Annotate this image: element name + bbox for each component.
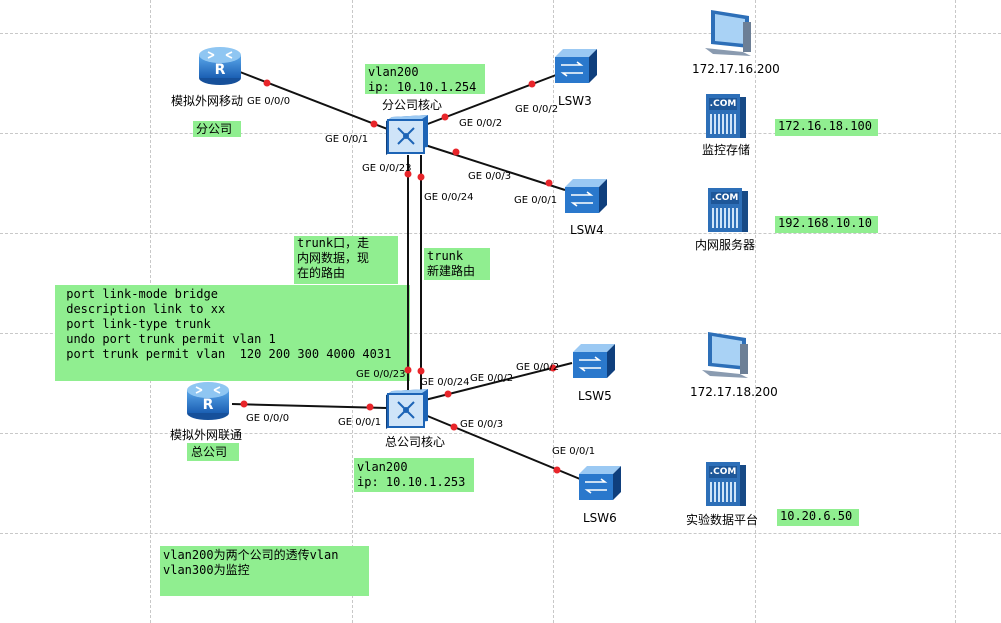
- switch-icon[interactable]: [553, 47, 599, 85]
- core-switch-icon[interactable]: [384, 387, 430, 431]
- port-label: GE 0/0/2: [515, 104, 559, 115]
- router-mobile-name: 模拟外网移动: [171, 94, 244, 108]
- note-summary: vlan200为两个公司的透传vlan vlan300为监控: [160, 546, 369, 596]
- port-dot: [404, 366, 412, 374]
- port-dot: [545, 179, 553, 187]
- port-dot: [370, 120, 378, 128]
- switch-icon[interactable]: [571, 342, 617, 380]
- port-dot: [417, 367, 425, 375]
- lsw5-name: LSW5: [578, 389, 612, 403]
- note-vlan-branch: vlan200 ip: 10.10.1.254: [365, 64, 485, 94]
- router-icon[interactable]: R: [184, 377, 232, 423]
- lsw6-name: LSW6: [583, 511, 617, 525]
- pc-icon[interactable]: [700, 330, 750, 382]
- port-dot: [450, 423, 458, 431]
- note-intranet-ip: 192.168.10.10: [775, 216, 878, 233]
- port-label: GE 0/0/2: [470, 373, 514, 384]
- pc1-name: 172.17.16.200: [692, 62, 780, 76]
- link-unicom-hq: [231, 403, 389, 409]
- port-label: GE 0/0/3: [460, 419, 504, 430]
- port-label: GE 0/0/0: [247, 96, 291, 107]
- note-hq-label: 总公司: [187, 443, 239, 461]
- port-dot: [404, 170, 412, 178]
- port-label: GE 0/0/24: [420, 377, 470, 388]
- port-label: GE 0/0/0: [246, 413, 290, 424]
- note-trunk-old: trunk口，走 内网数据，现 在的路由: [294, 236, 398, 284]
- switch-icon[interactable]: [577, 464, 623, 502]
- note-trunk-new: trunk 新建路由: [424, 248, 490, 280]
- lsw4-name: LSW4: [570, 223, 604, 237]
- port-label: GE 0/0/1: [325, 134, 369, 145]
- port-dot: [549, 364, 557, 372]
- port-label: GE 0/0/1: [514, 195, 558, 206]
- svg-text:R: R: [203, 397, 214, 413]
- server-icon[interactable]: .COM: [706, 94, 746, 138]
- server-icon[interactable]: .COM: [708, 188, 748, 232]
- storage-name: 监控存储: [702, 143, 751, 157]
- port-dot: [452, 148, 460, 156]
- port-label: GE 0/0/2: [516, 362, 560, 373]
- port-label: GE 0/0/2: [459, 118, 503, 129]
- port-dot: [528, 80, 536, 88]
- core-switch-icon[interactable]: [384, 113, 430, 157]
- port-dot: [417, 173, 425, 181]
- port-label: GE 0/0/1: [552, 446, 596, 457]
- port-dot: [441, 113, 449, 121]
- svg-text:R: R: [215, 62, 226, 78]
- link-branch-lsw4: [424, 144, 566, 191]
- port-label: GE 0/0/23: [362, 163, 412, 174]
- server-icon[interactable]: .COM: [706, 462, 746, 506]
- note-platform-ip: 10.20.6.50: [777, 509, 859, 526]
- port-dot: [263, 79, 271, 87]
- note-branch-label: 分公司: [193, 121, 241, 137]
- core-hq-name: 总公司核心: [385, 435, 446, 449]
- router-unicom-name: 模拟外网联通: [170, 428, 243, 442]
- lsw3-name: LSW3: [558, 94, 592, 108]
- intranet-name: 内网服务器: [695, 238, 756, 252]
- core-branch-name: 分公司核心: [382, 98, 443, 112]
- router-icon[interactable]: R: [196, 42, 244, 88]
- port-dot: [444, 390, 452, 398]
- port-label: GE 0/0/24: [424, 192, 474, 203]
- port-label: GE 0/0/23: [356, 369, 406, 380]
- switch-icon[interactable]: [563, 177, 609, 215]
- pc2-name: 172.17.18.200: [690, 385, 778, 399]
- note-storage-ip: 172.16.18.100: [775, 119, 878, 136]
- port-dot: [366, 403, 374, 411]
- port-dot: [553, 466, 561, 474]
- port-label: GE 0/0/1: [338, 417, 382, 428]
- note-config: port link-mode bridge description link t…: [55, 285, 410, 381]
- note-vlan-hq: vlan200 ip: 10.10.1.253: [354, 458, 474, 492]
- port-label: GE 0/0/3: [468, 171, 512, 182]
- pc-icon[interactable]: [703, 8, 753, 60]
- port-dot: [240, 400, 248, 408]
- platform-name: 实验数据平台: [686, 513, 759, 527]
